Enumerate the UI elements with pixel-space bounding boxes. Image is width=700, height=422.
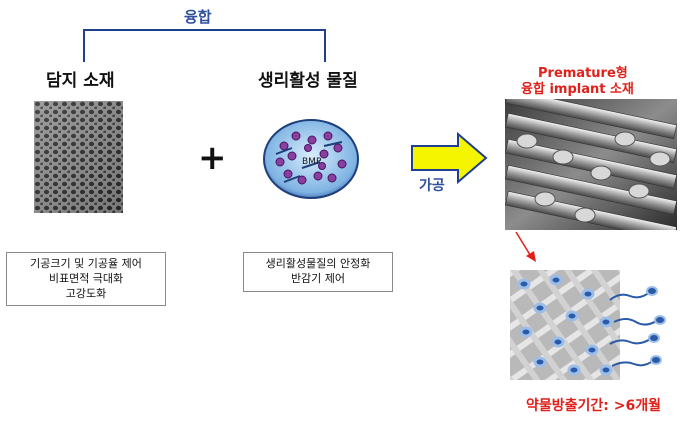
left-note-line: 비표면적 극대화 bbox=[48, 272, 124, 285]
bmp-dish-image: BMP bbox=[263, 119, 359, 199]
left-note-line: 고강도화 bbox=[65, 287, 107, 300]
implant-rods-image bbox=[505, 99, 677, 230]
cell-mesh-image bbox=[510, 270, 666, 380]
bmp-label: BMP bbox=[302, 157, 322, 167]
middle-note-line: 생리활성물질의 안정화 bbox=[265, 257, 371, 270]
fusion-bracket bbox=[83, 29, 326, 62]
middle-note-line: 반감기 제어 bbox=[290, 272, 346, 285]
release-period-label: 약물방출기간: >6개월 bbox=[526, 398, 661, 414]
process-arrow bbox=[411, 132, 488, 184]
plus-sign: + bbox=[198, 138, 227, 178]
porous-scaffold-image bbox=[34, 101, 123, 213]
detail-arrow bbox=[515, 231, 536, 262]
right-title-line2: 융합 implant 소재 bbox=[521, 82, 634, 97]
right-title-line1: Premature형 bbox=[538, 66, 628, 81]
left-note-line: 기공크기 및 기공율 제어 bbox=[30, 257, 142, 270]
left-title: 담지 소재 bbox=[46, 71, 115, 91]
fusion-label: 융합 bbox=[184, 8, 212, 26]
middle-title: 생리활성 물질 bbox=[258, 71, 358, 91]
middle-notes-box: 생리활성물질의 안정화 반감기 제어 bbox=[243, 252, 393, 292]
left-notes-box: 기공크기 및 기공율 제어 비표면적 극대화 고강도화 bbox=[6, 252, 166, 306]
process-label: 가공 bbox=[419, 178, 445, 194]
